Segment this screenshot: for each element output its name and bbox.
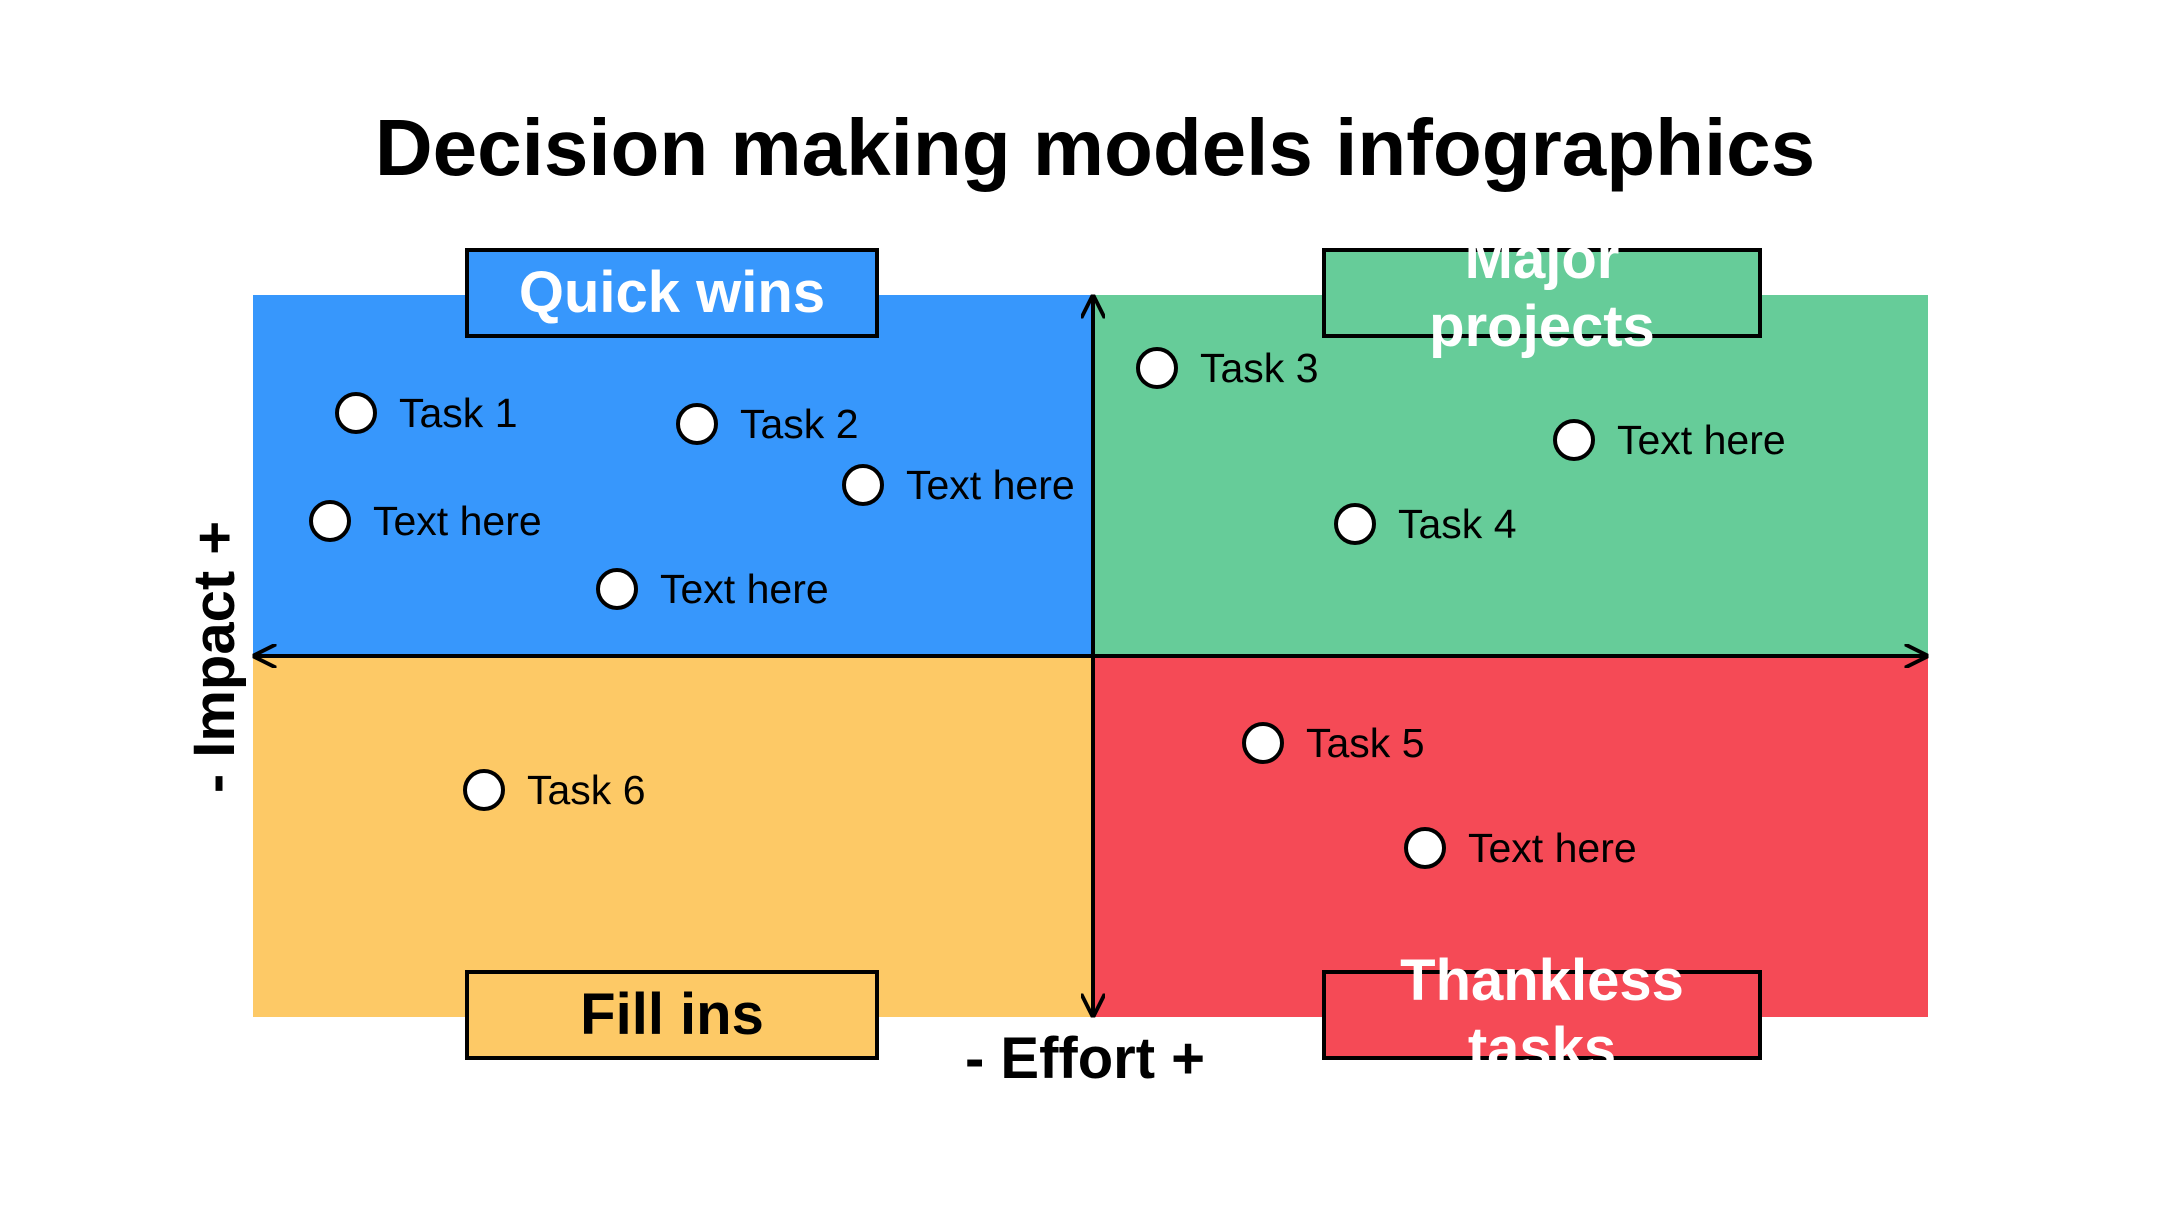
- major-projects-label-text: Major projects: [1429, 226, 1655, 359]
- task-item: Task 6: [463, 766, 646, 814]
- task-label: Text here: [906, 462, 1075, 508]
- task-item: Text here: [1404, 824, 1637, 872]
- quadrant-major-projects: [1093, 295, 1928, 656]
- task-item: Task 5: [1242, 719, 1425, 767]
- quadrant-quick-wins: [253, 295, 1093, 656]
- task-label: Text here: [1617, 417, 1786, 463]
- task-item: Task 4: [1334, 500, 1517, 548]
- task-dot: [463, 769, 505, 811]
- quick-wins-label: Quick wins: [465, 248, 879, 338]
- thankless-tasks-label-text: Thankless tasks: [1400, 948, 1684, 1081]
- task-dot: [596, 568, 638, 610]
- task-item: Task 1: [335, 389, 518, 437]
- task-dot: [676, 403, 718, 445]
- task-label: Task 1: [399, 390, 518, 436]
- task-dot: [1242, 722, 1284, 764]
- task-item: Text here: [1553, 416, 1786, 464]
- task-label: Task 2: [740, 401, 859, 447]
- task-item: Text here: [309, 497, 542, 545]
- task-label: Task 6: [527, 767, 646, 813]
- x-axis-label: - Effort +: [965, 1026, 1206, 1091]
- task-label: Text here: [373, 498, 542, 544]
- task-label: Task 3: [1200, 345, 1319, 391]
- fill-ins-label-text: Fill ins: [580, 982, 764, 1047]
- task-label: Text here: [660, 566, 829, 612]
- task-dot: [335, 392, 377, 434]
- task-dot: [1136, 347, 1178, 389]
- thankless-tasks-label: Thankless tasks: [1322, 948, 1762, 1081]
- quadrant-fill-ins: [253, 656, 1093, 1017]
- major-projects-label: Major projects: [1322, 226, 1762, 359]
- quick-wins-label-text: Quick wins: [518, 260, 826, 325]
- task-label: Task 5: [1306, 720, 1425, 766]
- y-axis-label: - Impact +: [182, 520, 247, 794]
- task-label: Task 4: [1398, 501, 1517, 547]
- task-dot: [309, 500, 351, 542]
- fill-ins-label: Fill ins: [465, 970, 879, 1060]
- slide-title: Decision making models infographics: [374, 103, 1816, 192]
- task-item: Text here: [842, 461, 1075, 509]
- task-dot: [1334, 503, 1376, 545]
- task-label: Text here: [1468, 825, 1637, 871]
- quadrant-thankless-tasks: [1093, 656, 1928, 1017]
- task-dot: [1553, 419, 1595, 461]
- task-dot: [842, 464, 884, 506]
- task-dot: [1404, 827, 1446, 869]
- task-item: Task 2: [676, 400, 859, 448]
- task-item: Task 3: [1136, 344, 1319, 392]
- task-item: Text here: [596, 565, 829, 613]
